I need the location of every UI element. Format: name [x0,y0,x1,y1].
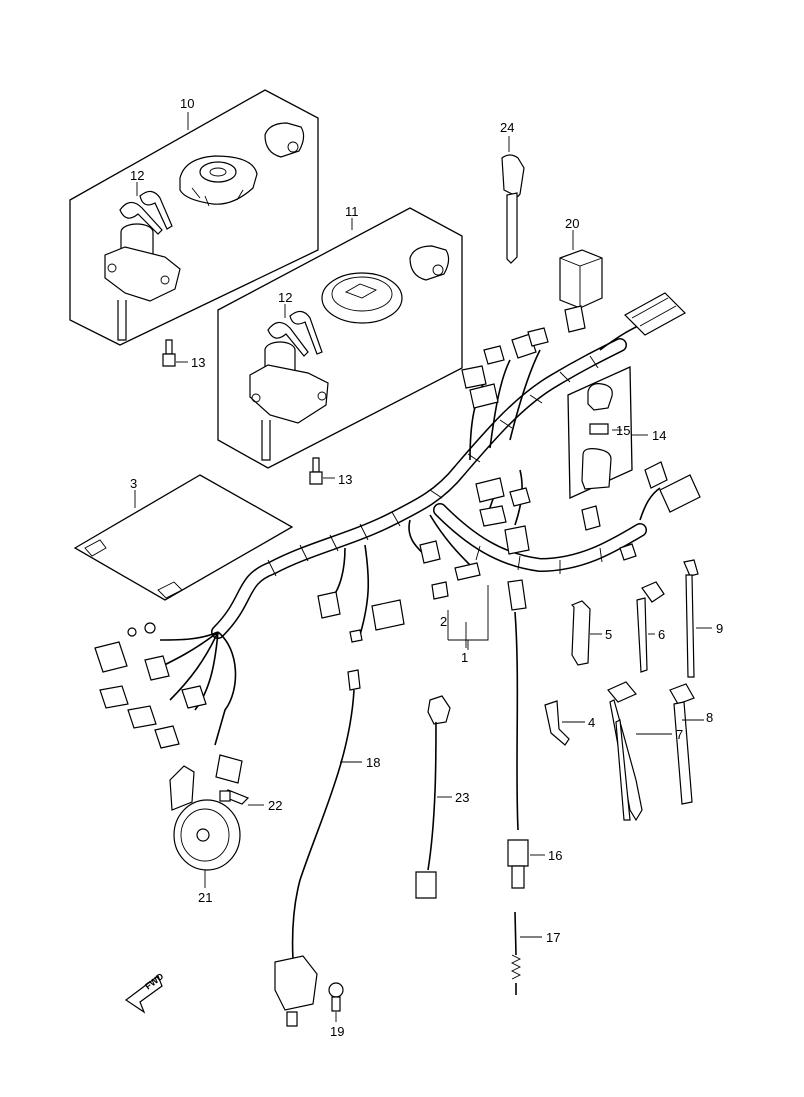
callout-13a: 13 [191,355,205,370]
callout-12a: 12 [130,168,144,183]
key-12b [267,310,323,357]
lock-set-box-11 [217,207,463,469]
fuel-cap-11 [321,272,403,324]
ignition-switch-11 [249,341,329,461]
label-sheet-3 [73,474,294,601]
callout-22: 22 [268,798,282,813]
seat-lock-10 [264,122,305,158]
callout-4: 4 [588,715,595,730]
callout-19: 19 [330,1024,344,1039]
callout-14: 14 [652,428,666,443]
key-blank-24 [501,154,525,264]
wiring-harness-1 [94,292,701,784]
callout-3: 3 [130,476,137,491]
callout-labels: 10 12 11 12 13 13 24 20 15 14 3 2 1 5 6 … [130,96,723,1039]
bolt-22 [219,789,250,805]
seat-lock-11 [409,245,450,281]
callout-10: 10 [180,96,194,111]
spring-rod-17 [510,911,522,995]
callout-13b: 13 [338,472,352,487]
callout-9: 9 [716,621,723,636]
callout-5: 5 [605,627,612,642]
callout-15: 15 [616,423,630,438]
callout-1: 1 [461,650,468,665]
switch-18 [274,669,361,1027]
bolt-13a [162,339,176,367]
horn-21 [169,765,241,871]
callout-11: 11 [345,204,359,219]
cable-tie-7 [607,681,643,822]
cable-tie-9 [683,559,699,678]
callout-20: 20 [565,216,579,231]
callout-8: 8 [706,710,713,725]
callout-16: 16 [548,848,562,863]
callout-17: 17 [546,930,560,945]
fuel-cap-10 [179,155,258,207]
lock-set-box-10 [69,89,319,346]
fuse-box-14 [567,366,633,499]
band-6 [636,581,665,673]
screw-19 [328,982,344,1012]
callout-18: 18 [366,755,380,770]
sensor-16 [507,579,529,889]
bolt-13b [309,457,323,485]
callout-2: 2 [440,614,447,629]
fwd-arrow-icon: FWD [124,971,166,1014]
callout-7: 7 [676,727,683,742]
relay-20 [559,249,603,309]
callout-12b: 12 [278,290,292,305]
callout-23: 23 [455,790,469,805]
cable-tie-8 [669,683,704,805]
leader-lines [134,112,574,648]
key-12a [119,190,173,235]
callout-21: 21 [198,890,212,905]
sensor-23 [415,695,451,899]
clamp-5 [570,600,591,666]
callout-6: 6 [658,627,665,642]
ignition-switch-10 [104,223,181,341]
callout-24: 24 [500,120,514,135]
clamp-4 [544,700,570,746]
